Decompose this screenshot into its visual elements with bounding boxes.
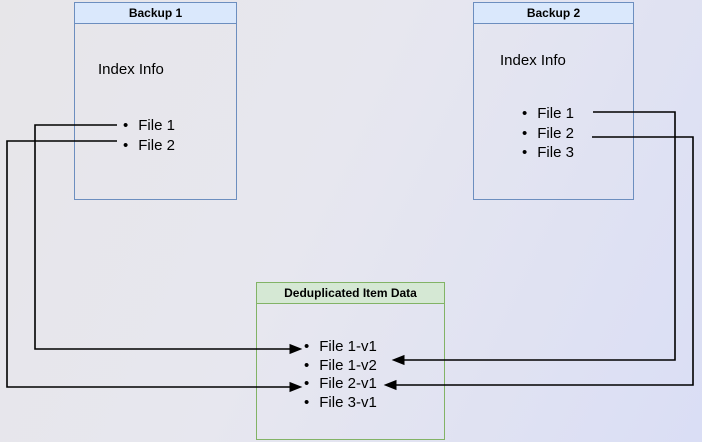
list-item: File 1-v1 [304, 338, 377, 357]
list-item: File 3 [522, 143, 574, 163]
deduplicated-item-data-box: Deduplicated Item Data File 1-v1 File 1-… [256, 282, 445, 440]
list-item: File 1 [123, 116, 175, 136]
list-item: File 1-v2 [304, 357, 377, 376]
backup1-subtitle: Index Info [98, 61, 164, 78]
list-item: File 2-v1 [304, 375, 377, 394]
backup2-file-list: File 1 File 2 File 3 [522, 104, 574, 163]
backup2-subtitle: Index Info [500, 52, 566, 69]
dedup-title: Deduplicated Item Data [257, 283, 444, 304]
backup1-box: Backup 1 Index Info File 1 File 2 [74, 2, 237, 200]
backup2-box: Backup 2 Index Info File 1 File 2 File 3 [473, 2, 634, 200]
list-item: File 1 [522, 104, 574, 124]
backup1-file-list: File 1 File 2 [123, 116, 175, 156]
backup1-title: Backup 1 [75, 3, 236, 24]
backup2-title: Backup 2 [474, 3, 633, 24]
list-item: File 2 [522, 124, 574, 144]
list-item: File 3-v1 [304, 394, 377, 413]
dedup-file-list: File 1-v1 File 1-v2 File 2-v1 File 3-v1 [304, 338, 377, 412]
list-item: File 2 [123, 136, 175, 156]
